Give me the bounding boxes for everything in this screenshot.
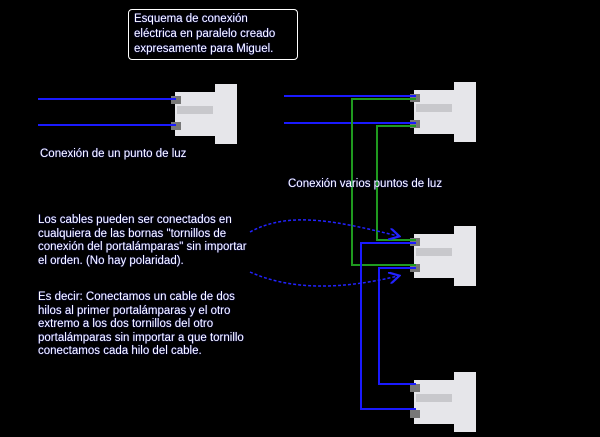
wire-blue-3b — [378, 267, 416, 385]
arrow-2 — [249, 272, 398, 287]
wire-green-1 — [351, 98, 416, 266]
label-multiple-points: Conexión varios puntos de luz — [288, 178, 443, 190]
lamp-holder-3 — [410, 372, 476, 432]
single-lamp-holder — [171, 84, 237, 144]
wire-blue-3a — [360, 242, 416, 410]
label-single-point: Conexión de un punto de luz — [40, 148, 187, 160]
lamp-holder-2 — [410, 226, 476, 286]
diagram-title: Esquema de conexión eléctrica en paralel… — [128, 9, 298, 60]
note-explanation: Es decir: Conectamos un cable de dos hil… — [38, 291, 244, 357]
lamp-holder-1 — [410, 82, 476, 142]
note-polarity: Los cables pueden ser conectados en cual… — [38, 214, 247, 267]
arrow-1 — [249, 219, 398, 236]
